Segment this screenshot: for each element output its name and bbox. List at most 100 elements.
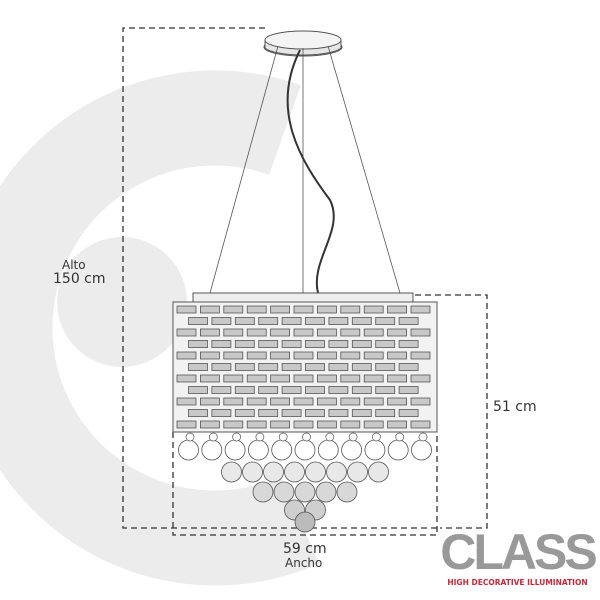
crystal-brick — [199, 420, 220, 429]
crystal-brick — [328, 340, 349, 348]
crystal-brick — [223, 328, 244, 337]
crystal-brick — [340, 374, 361, 383]
crystal-brick — [387, 328, 408, 337]
shade-height-value: 51 cm — [493, 399, 537, 415]
crystal-brick — [328, 363, 349, 371]
crystal-ball — [368, 461, 389, 483]
crystal-ball — [252, 481, 274, 503]
crystal-brick — [199, 351, 220, 360]
crystal-brick — [398, 317, 419, 325]
crystal-brick — [351, 363, 372, 371]
crystal-ball — [411, 439, 432, 461]
crystal-brick — [270, 305, 291, 314]
crystal-brick — [363, 374, 384, 383]
crystal-brick — [188, 340, 208, 348]
crystal-brick — [223, 374, 244, 383]
crystal-brick — [223, 397, 244, 406]
ball-connector — [185, 432, 195, 442]
crystal-brick — [258, 409, 279, 417]
crystal-brick — [316, 351, 337, 360]
crystal-brick — [234, 386, 255, 394]
ball-connector — [325, 432, 335, 442]
crystal-brick — [258, 363, 279, 371]
crystal-brick — [234, 340, 255, 348]
crystal-brick — [176, 305, 197, 314]
crystal-brick — [246, 351, 267, 360]
crystal-brick — [293, 351, 314, 360]
crystal-brick — [340, 328, 361, 337]
suspension-wires — [209, 45, 401, 294]
crystal-brick — [305, 363, 325, 371]
crystal-brick — [258, 340, 279, 348]
crystal-brick — [375, 363, 396, 371]
crystal-brick — [375, 386, 396, 394]
dimension-lines — [122, 27, 488, 536]
ball-connector — [232, 432, 241, 442]
crystal-brick — [293, 328, 314, 337]
crystal-brick — [410, 397, 431, 406]
crystal-brick — [398, 340, 419, 348]
crystal-ball — [317, 439, 339, 461]
crystal-brick — [363, 397, 384, 406]
crystal-ball — [305, 461, 326, 483]
crystal-brick — [258, 317, 279, 325]
crystal-ball — [387, 439, 409, 461]
width-label: Ancho — [285, 556, 323, 570]
ball-connector — [278, 432, 288, 442]
crystal-brick — [246, 420, 267, 429]
crystal-brick — [234, 409, 255, 417]
crystal-brick — [246, 305, 267, 314]
crystal-brick — [305, 386, 325, 394]
crystal-brick — [305, 409, 325, 417]
crystal-brick — [234, 317, 255, 325]
crystal-brick — [340, 351, 361, 360]
logo-wordmark: CLASS — [440, 524, 597, 580]
crystal-brick — [281, 317, 302, 325]
crystal-ball — [364, 439, 386, 461]
crystal-brick — [246, 328, 267, 337]
crystal-balls — [178, 432, 432, 533]
crystal-brick — [223, 351, 244, 360]
crystal-ball — [242, 461, 263, 483]
crystal-brick — [199, 397, 220, 406]
crystal-ball — [221, 461, 242, 483]
crystal-brick — [398, 409, 419, 417]
crystal-brick — [188, 363, 208, 371]
crystal-brick — [340, 397, 361, 406]
crystal-brick — [305, 317, 325, 325]
crystal-brick — [281, 409, 302, 417]
crystal-ball — [247, 439, 269, 461]
crystal-brick — [199, 374, 220, 383]
crystal-brick — [176, 420, 197, 429]
crystal-brick — [398, 363, 419, 371]
crystal-brick — [363, 351, 384, 360]
crystal-brick — [375, 409, 396, 417]
crystal-brick — [316, 420, 337, 429]
crystal-brick — [270, 397, 291, 406]
crystal-brick — [246, 374, 267, 383]
crystal-ball — [326, 461, 347, 483]
crystal-brick — [211, 386, 232, 394]
crystal-brick — [398, 386, 419, 394]
crystal-brick — [351, 317, 372, 325]
crystal-brick — [340, 420, 361, 429]
crystal-brick — [410, 420, 431, 429]
crystal-ball — [347, 461, 368, 483]
crystal-bricks — [176, 305, 431, 429]
crystal-brick — [199, 328, 220, 337]
crystal-brick — [199, 305, 220, 314]
crystal-ball — [224, 439, 246, 461]
crystal-ball — [271, 439, 293, 461]
crystal-brick — [281, 340, 302, 348]
crystal-brick — [270, 351, 291, 360]
crystal-brick — [176, 374, 197, 383]
crystal-brick — [328, 317, 349, 325]
crystal-ball — [341, 439, 363, 461]
crystal-brick — [293, 397, 314, 406]
crystal-brick — [328, 386, 349, 394]
crystal-brick — [316, 397, 337, 406]
crystal-brick — [211, 340, 232, 348]
crystal-brick — [176, 397, 197, 406]
crystal-brick — [363, 328, 384, 337]
